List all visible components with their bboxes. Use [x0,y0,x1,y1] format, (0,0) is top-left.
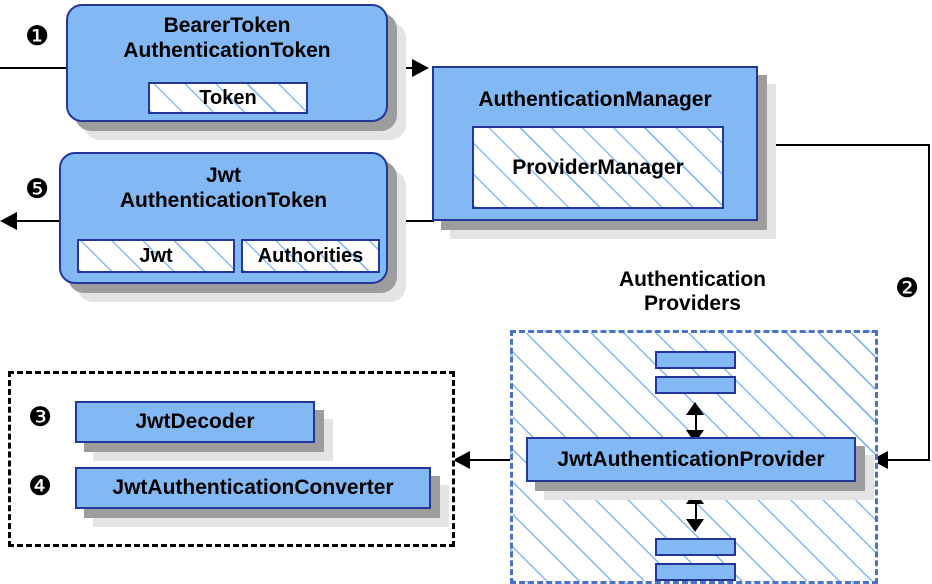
field-authorities: Authorities [241,239,380,273]
node-bearer-token-authentication-token[interactable]: BearerToken AuthenticationToken Token [66,4,388,122]
marker-step-1: ❶ [25,21,50,52]
jwt-token-title-line1: Jwt [205,164,241,187]
arrow-into-support-group [453,451,470,469]
node-jwt-authentication-converter[interactable]: JwtAuthenticationConverter [75,467,431,509]
node-jwt-decoder[interactable]: JwtDecoder [75,401,315,443]
connector-manager-to-provider-vertical [928,144,930,461]
bearer-token-title-line1: BearerToken [163,14,291,37]
connector-provider-to-support [470,459,526,461]
connector-outgoing-response [14,220,66,222]
authentication-providers-label: Authentication Providers [585,268,800,315]
node-jwt-authentication-provider[interactable]: JwtAuthenticationProvider [526,437,856,482]
field-token: Token [148,82,308,114]
arrow-bearer-to-manager [412,59,429,77]
connector-manager-to-provider-top [758,144,930,146]
providers-label-line2: Providers [644,291,741,315]
providers-label-line1: Authentication [619,268,766,291]
jwt-decoder-label: JwtDecoder [135,410,255,433]
marker-step-4: ❹ [28,471,53,502]
node-authentication-manager[interactable]: AuthenticationManager ProviderManager [432,66,758,221]
provider-placeholder-bar-bottom-1 [655,538,736,556]
connector-manager-to-jwt-token [388,220,434,222]
provider-placeholder-bar-bottom-2 [655,563,736,581]
marker-step-5: ❺ [25,174,50,205]
connector-bearer-to-manager [388,67,420,69]
provider-placeholder-bar-top-1 [655,351,736,369]
arrow-down-bottom [686,519,704,532]
bearer-token-title-line2: AuthenticationToken [123,38,331,62]
authentication-manager-title: AuthenticationManager [478,88,712,111]
field-jwt: Jwt [77,239,235,273]
connector-incoming-request [0,67,66,69]
connector-provider-bottom [695,494,697,522]
arrow-outgoing-response [0,212,17,230]
group-jwt-support-components: JwtDecoder JwtAuthenticationConverter [8,371,455,547]
jwt-authentication-provider-label: JwtAuthenticationProvider [557,447,825,471]
jwt-authentication-converter-label: JwtAuthenticationConverter [112,476,394,499]
field-provider-manager: ProviderManager [472,126,724,209]
marker-step-3: ❸ [28,402,53,433]
connector-manager-to-provider-bottom [888,459,930,461]
provider-placeholder-bar-top-2 [655,376,736,394]
marker-step-2: ❷ [895,273,920,304]
connector-provider-top [695,405,697,433]
arrow-up-bottom [686,491,704,504]
arrow-up-top [686,402,704,415]
node-jwt-authentication-token[interactable]: Jwt AuthenticationToken Jwt Authorities [59,152,388,284]
jwt-token-title-line2: AuthenticationToken [119,188,328,212]
